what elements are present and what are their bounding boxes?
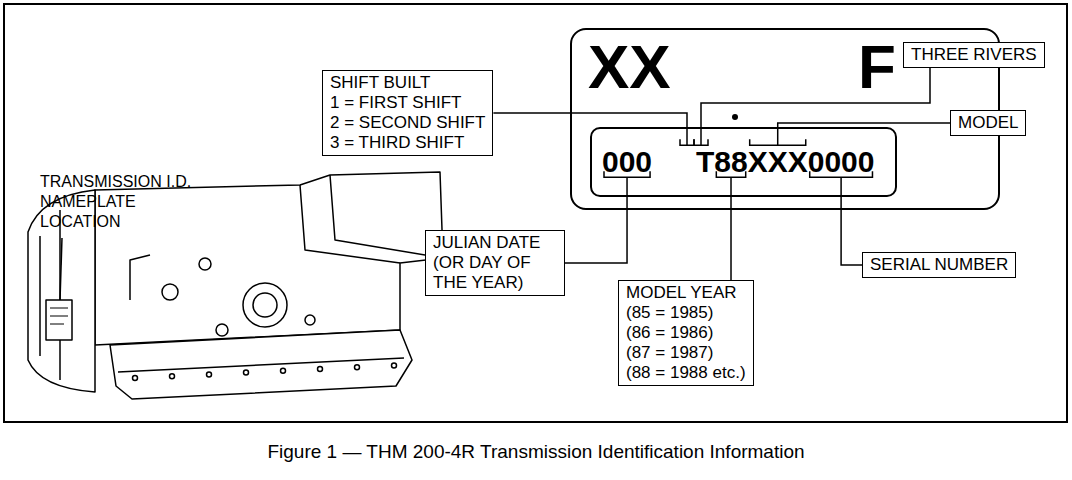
code-text: F	[858, 36, 896, 98]
fitting	[199, 258, 211, 270]
leader-line	[60, 238, 62, 300]
pan-bolt	[281, 368, 286, 373]
transmission-case	[95, 172, 443, 345]
pan-bolt	[392, 363, 397, 368]
pan-bolt	[207, 372, 212, 377]
pan-bolts	[133, 363, 397, 381]
nameplate-dot	[732, 114, 738, 120]
pan-bolt	[133, 376, 138, 381]
id-nameplate	[46, 300, 72, 340]
leader-connector	[565, 171, 650, 263]
fitting	[162, 284, 178, 300]
callout-box: MODEL YEAR(85 = 1985)(86 = 1986)(87 = 19…	[618, 280, 754, 386]
pan-bolt	[170, 374, 175, 379]
leader-connector	[716, 171, 745, 280]
box-heading: MODEL	[958, 113, 1018, 133]
figure-frame	[4, 4, 1067, 422]
pan-bolt	[244, 370, 249, 375]
box-text: 1 = FIRST SHIFT	[330, 93, 485, 113]
callout-box: THREE RIVERS	[903, 42, 1045, 68]
legend-box: SHIFT BUILT1 = FIRST SHIFT2 = SECOND SHI…	[322, 70, 493, 156]
cooler-line	[130, 255, 150, 300]
fitting	[216, 324, 228, 336]
box-text: (87 = 1987)	[626, 343, 746, 363]
oil-pan	[110, 330, 412, 399]
code-text: 000	[602, 147, 652, 177]
code-box: 000 T88XXX0000	[590, 127, 897, 197]
nameplate-marks	[50, 308, 68, 324]
callout-box: JULIAN DATE (OR DAY OF THE YEAR)	[425, 230, 565, 296]
code-text: T88XXX0000	[696, 147, 874, 177]
pan-flange	[118, 358, 404, 372]
figure-caption: Figure 1 — THM 200-4R Transmission Ident…	[0, 440, 1072, 464]
fitting	[305, 315, 315, 325]
box-heading: SERIAL NUMBER	[870, 255, 1008, 275]
output-seal	[253, 293, 277, 317]
output-housing	[243, 283, 287, 327]
box-text: 3 = THIRD SHIFT	[330, 133, 485, 153]
box-heading: THREE RIVERS	[911, 45, 1037, 65]
callout-box: SERIAL NUMBER	[862, 252, 1016, 278]
box-heading: SHIFT BUILT	[330, 73, 485, 93]
location-label: TRANSMISSION I.D. NAMEPLATE LOCATION	[40, 172, 218, 232]
box-heading: JULIAN DATE (OR DAY OF THE YEAR)	[433, 233, 557, 293]
pan-bolt	[318, 367, 323, 372]
box-heading: MODEL YEAR	[626, 283, 746, 303]
box-text: (88 = 1988 etc.)	[626, 363, 746, 383]
transmission-drawing	[28, 172, 443, 399]
box-text: (86 = 1986)	[626, 323, 746, 343]
pan-bolt	[355, 365, 360, 370]
box-text: (85 = 1985)	[626, 303, 746, 323]
callout-box: MODEL	[950, 110, 1026, 136]
bellhousing-ribs	[40, 210, 60, 380]
leader-connector	[810, 171, 873, 265]
code-text: XX	[588, 36, 671, 98]
box-text: 2 = SECOND SHIFT	[330, 113, 485, 133]
case-edge	[300, 185, 400, 263]
leader-connector	[493, 113, 694, 145]
